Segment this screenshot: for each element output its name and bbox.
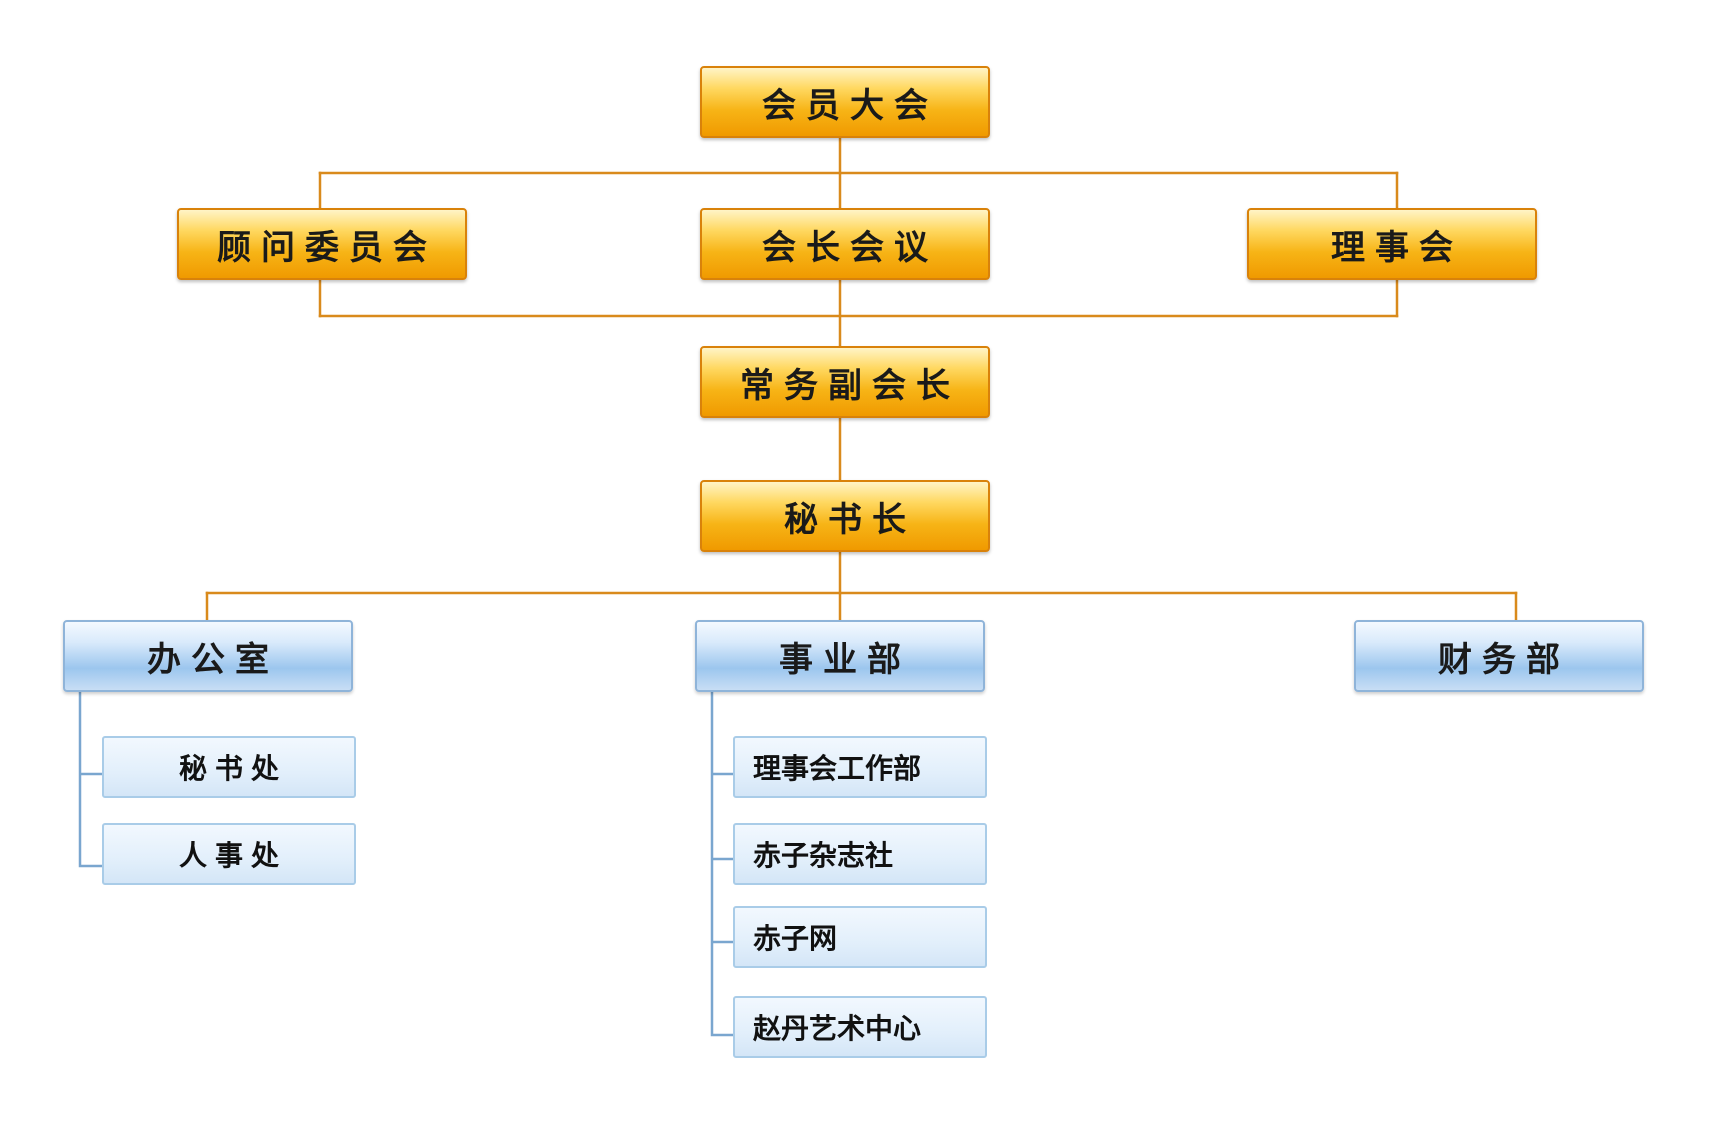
advisory-committee-box: 顾问委员会 bbox=[177, 208, 467, 280]
vice-president-box: 常务副会长 bbox=[700, 346, 990, 418]
general-assembly-box: 会员大会 bbox=[700, 66, 990, 138]
presidents-meeting-label: 会长会议 bbox=[762, 227, 938, 268]
council-affairs-section-label: 理事会工作部 bbox=[753, 752, 922, 785]
secretariat-section-box: 秘书处 bbox=[102, 736, 356, 798]
office-department-box: 办公室 bbox=[63, 620, 353, 692]
office-department-label: 办公室 bbox=[147, 639, 279, 680]
secretariat-section-label: 秘书处 bbox=[178, 752, 287, 785]
council-box: 理事会 bbox=[1247, 208, 1537, 280]
finance-department-box: 财务部 bbox=[1354, 620, 1644, 692]
finance-department-label: 财务部 bbox=[1438, 639, 1570, 680]
secretary-general-box: 秘书长 bbox=[700, 480, 990, 552]
advisory-committee-label: 顾问委员会 bbox=[217, 227, 437, 268]
business-department-label: 事业部 bbox=[779, 639, 911, 680]
connector-office-tree bbox=[78, 690, 104, 868]
presidents-meeting-box: 会长会议 bbox=[700, 208, 990, 280]
magazine-section-box: 赤子杂志社 bbox=[733, 823, 987, 885]
general-assembly-label: 会员大会 bbox=[762, 85, 938, 126]
council-label: 理事会 bbox=[1331, 227, 1463, 268]
business-department-box: 事业部 bbox=[695, 620, 985, 692]
connector-business-tree bbox=[710, 690, 735, 1037]
magazine-section-label: 赤子杂志社 bbox=[753, 839, 894, 872]
website-section-label: 赤子网 bbox=[753, 922, 838, 955]
personnel-section-label: 人事处 bbox=[178, 839, 287, 872]
art-center-section-box: 赵丹艺术中心 bbox=[733, 996, 987, 1058]
personnel-section-box: 人事处 bbox=[102, 823, 356, 885]
website-section-box: 赤子网 bbox=[733, 906, 987, 968]
art-center-section-label: 赵丹艺术中心 bbox=[753, 1012, 922, 1045]
secretary-general-label: 秘书长 bbox=[784, 499, 916, 540]
vice-president-label: 常务副会长 bbox=[740, 365, 960, 406]
council-affairs-section-box: 理事会工作部 bbox=[733, 736, 987, 798]
